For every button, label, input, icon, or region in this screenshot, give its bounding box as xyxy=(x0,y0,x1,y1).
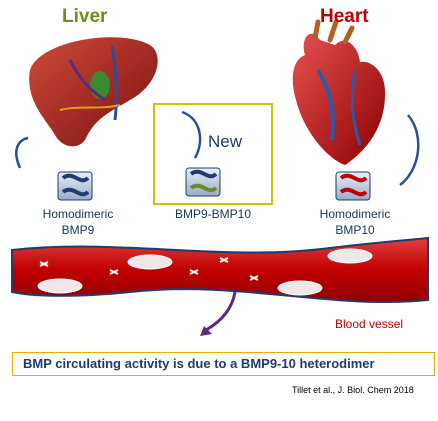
new-label: New xyxy=(208,132,243,151)
heterodimer-icon xyxy=(185,167,221,197)
bmp9-homodimer-icon xyxy=(57,171,93,201)
citation: Tillet et al., J. Biol. Chem 2018 xyxy=(292,385,414,395)
blood-vessel-label: Blood vessel xyxy=(335,317,404,331)
new-arrow xyxy=(181,110,202,159)
bmp9-label-line1: Homodimeric xyxy=(42,207,114,221)
heart-illustration xyxy=(292,19,386,165)
liver-arrow xyxy=(15,136,29,169)
bmp10-label: Homodimeric BMP10 xyxy=(300,206,410,238)
vessel-arrow xyxy=(205,291,237,332)
bmp10-label-line1: Homodimeric xyxy=(319,207,391,221)
heterodimer-box xyxy=(153,103,273,205)
bmp9-label: Homodimeric BMP9 xyxy=(28,206,128,238)
blood-vessel xyxy=(11,236,429,304)
bmp10-label-line2: BMP10 xyxy=(335,223,375,237)
liver-illustration xyxy=(29,37,158,147)
bmp9-label-line2: BMP9 xyxy=(61,223,95,237)
heart-arrow xyxy=(399,114,420,186)
bmp10-homodimer-icon xyxy=(335,171,371,201)
heart-title: Heart xyxy=(320,6,369,27)
heterodimer-label: BMP9-BMP10 xyxy=(174,207,252,221)
liver-title: Liver xyxy=(62,6,108,27)
caption: BMP circulating activity is due to a BMP… xyxy=(12,352,435,376)
